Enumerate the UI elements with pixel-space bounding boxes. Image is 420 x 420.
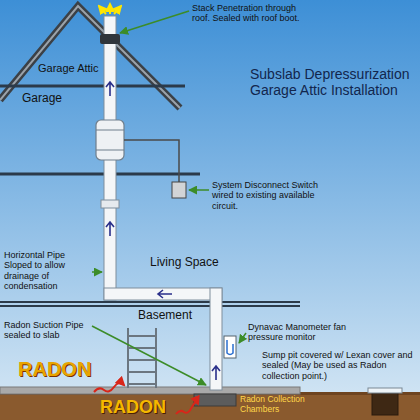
ladder-rung: [128, 383, 156, 385]
horizontal-pipe: [104, 288, 222, 300]
leader-line: [120, 11, 189, 33]
disconnect-switch: [172, 182, 186, 198]
callout-note: Sump pit covered w/ Lexan cover and seal…: [262, 350, 416, 381]
collection-chamber: [194, 394, 236, 406]
radon-label: RADON: [100, 397, 166, 418]
callout-note: Dynavac Manometer fan pressure monitor: [248, 322, 360, 343]
flow-arrow: [106, 222, 114, 236]
exhaust-arrows: [99, 4, 121, 14]
attic-floor: [0, 85, 185, 88]
fan-band: [96, 150, 124, 151]
callout-note: System Disconnect Switch wired to existi…: [212, 180, 336, 211]
leader-line: [189, 189, 209, 191]
exhaust-arrow: [109, 4, 111, 14]
sump-cover: [368, 388, 402, 393]
callout-note: Radon Collection Chambers: [240, 395, 340, 415]
pipe-elbow: [211, 289, 221, 299]
exhaust-arrow: [99, 6, 106, 14]
suction-pipe: [210, 288, 222, 390]
ground: [0, 392, 420, 420]
callout-note: Stack Penetration through roof. Sealed w…: [192, 3, 316, 24]
radon-fan: [96, 120, 124, 160]
basement-ceiling: [0, 305, 300, 307]
radon-label: RADON: [18, 358, 91, 381]
area-label: Living Space: [150, 256, 219, 270]
area-label: Garage Attic: [38, 62, 99, 75]
callout-note: Horizontal Pipe Sloped to allow drainage…: [4, 250, 90, 291]
exhaust-arrow: [114, 6, 121, 14]
leader-line: [92, 326, 206, 385]
radon-squiggle: [94, 383, 124, 392]
fan-band: [96, 130, 124, 131]
manometer: [224, 336, 236, 358]
area-label: Garage: [22, 92, 62, 106]
ladder-rung: [128, 335, 156, 337]
pipe-coupling: [101, 200, 119, 208]
garage-floor: [0, 173, 200, 176]
roof-boot: [100, 34, 120, 44]
roof-line: [0, 6, 180, 108]
ladder: [128, 328, 156, 388]
diagram-title: Subslab Depressurization Garage Attic In…: [250, 66, 414, 98]
leader-line: [239, 333, 246, 343]
radon-squiggle: [176, 402, 198, 414]
vertical-pipe: [104, 158, 116, 300]
stack-pipe: [104, 16, 116, 122]
pipe-elbow: [105, 289, 115, 299]
concrete-slab: [0, 387, 300, 394]
flow-arrow: [158, 290, 172, 298]
area-label: Basement: [138, 309, 192, 323]
basement-ceiling: [0, 301, 300, 303]
pipe-system: [96, 16, 222, 390]
sump-pit: [372, 393, 398, 415]
ladder-rung: [128, 371, 156, 373]
manometer-tube: [227, 340, 233, 355]
flow-arrow: [106, 82, 114, 96]
callout-note: Radon Suction Pipe sealed to slab: [4, 320, 90, 341]
ladder-rung: [128, 359, 156, 361]
switch-wire: [124, 140, 179, 182]
leader-line: [92, 271, 102, 273]
roof-highlight: [0, 6, 180, 108]
flow-arrow: [212, 366, 220, 380]
